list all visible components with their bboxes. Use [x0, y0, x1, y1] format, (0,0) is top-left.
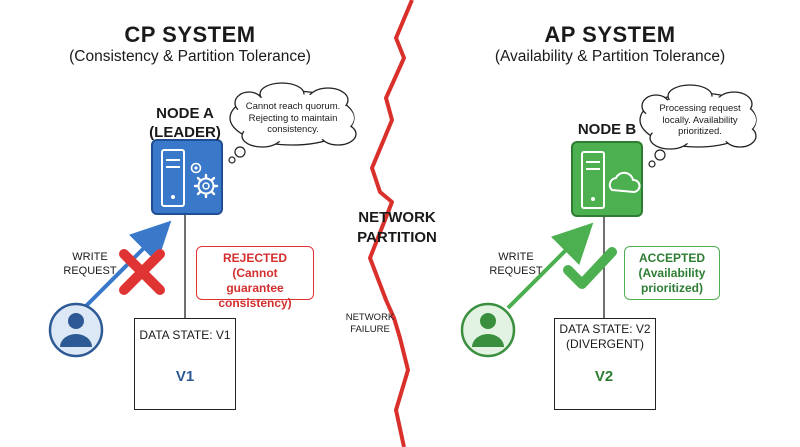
failure-line-2: FAILURE — [350, 324, 390, 335]
ap-write-line: WRITE — [498, 251, 534, 263]
accept-check-icon — [563, 247, 617, 289]
ap-data-state-label: DATA STATE: V2 — [559, 322, 651, 336]
ap-node-title: NODE B — [577, 121, 637, 138]
cp-write-line: WRITE — [72, 251, 108, 263]
cp-thought-cloud-icon — [228, 82, 357, 164]
cp-subtitle: (Consistency & Partition Tolerance) — [69, 48, 311, 65]
cp-user-icon — [48, 302, 104, 358]
cp-title: CP SYSTEM — [124, 22, 256, 47]
ap-write-request-label: WRITE REQUEST — [476, 250, 556, 278]
cp-thought-line: Rejecting to maintain — [248, 112, 338, 124]
accepted-line: prioritized) — [641, 281, 703, 295]
partition-line — [368, 0, 414, 447]
ap-data-state-box: DATA STATE: V2 (DIVERGENT) — [554, 318, 656, 410]
ap-write-arrow — [506, 222, 594, 310]
cp-thought-text: Cannot reach quorum. Rejecting to mainta… — [238, 101, 348, 136]
partition-line-2: PARTITION — [357, 229, 437, 246]
failure-line-1: NETWORK — [345, 312, 395, 323]
ap-db-label: V2 — [594, 368, 614, 385]
rejected-status-badge: REJECTED (Cannot guarantee consistency) — [196, 246, 314, 310]
ap-user-icon — [460, 302, 516, 358]
network-partition-label: NETWORK PARTITION — [342, 208, 452, 248]
ap-thought-cloud-icon — [639, 84, 757, 168]
cp-node-name: NODE A — [156, 105, 214, 122]
accepted-status-badge: ACCEPTED (Availability prioritized) — [624, 246, 720, 300]
accepted-line: (Availability — [638, 266, 706, 280]
cp-write-arrow — [80, 220, 172, 312]
cp-thought-line: Cannot reach quorum. — [245, 101, 341, 112]
ap-data-state-divergent: (DIVERGENT) — [566, 337, 644, 351]
ap-write-line: REQUEST — [489, 265, 543, 277]
ap-title: AP SYSTEM — [544, 22, 676, 47]
cp-node-role: (LEADER) — [149, 124, 221, 141]
ap-thought-line: Processing request — [659, 103, 741, 114]
cp-db-label: V1 — [175, 368, 195, 385]
ap-thought-line: locally. Availability — [662, 114, 738, 126]
rejected-line: REJECTED — [222, 251, 287, 265]
ap-server-cloud-icon — [571, 141, 643, 217]
rejected-line: consistency) — [218, 296, 292, 310]
rejected-line: (Cannot guarantee — [226, 266, 284, 295]
ap-thought-line: prioritized. — [678, 126, 722, 137]
network-failure-label: NETWORK FAILURE — [330, 312, 410, 336]
reject-cross-icon — [119, 249, 165, 295]
cp-data-state-box: DATA STATE: V1 — [134, 318, 236, 410]
cp-thought-line: consistency. — [267, 124, 319, 135]
ap-subtitle: (Availability & Partition Tolerance) — [494, 48, 726, 65]
cp-server-gear-icon — [151, 139, 223, 215]
cp-write-request-label: WRITE REQUEST — [50, 250, 130, 278]
accepted-line: ACCEPTED — [638, 251, 705, 265]
cp-data-state-label: DATA STATE: V1 — [139, 328, 231, 342]
partition-line-1: NETWORK — [358, 209, 436, 226]
cp-write-line: REQUEST — [63, 265, 117, 277]
ap-thought-text: Processing request locally. Availability… — [648, 103, 752, 138]
cp-node-title: NODE A (LEADER) — [130, 104, 240, 142]
